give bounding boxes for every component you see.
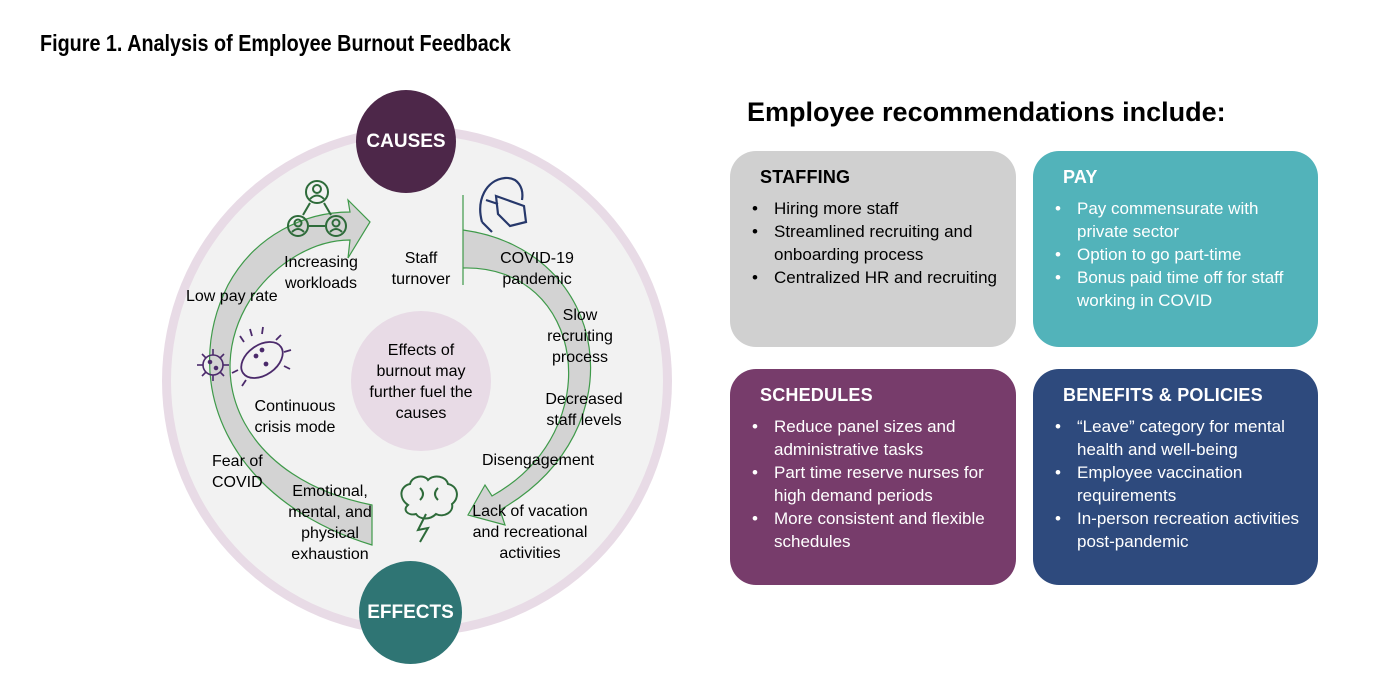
- label-exhaustion: Emotional, mental, and physical exhausti…: [288, 483, 372, 563]
- list-item: Part time reserve nurses for high demand…: [752, 461, 1002, 507]
- effects-badge: EFFECTS: [359, 561, 462, 664]
- label-slow-recruiting: Slow recruiting process: [547, 307, 613, 366]
- card-title: SCHEDULES: [760, 385, 873, 405]
- label-disengagement: Disengagement: [482, 452, 595, 469]
- card-schedules: SCHEDULES Reduce panel sizes and adminis…: [730, 369, 1016, 585]
- card-list: Hiring more staff Streamlined recruiting…: [752, 197, 1002, 289]
- figure-title: Figure 1. Analysis of Employee Burnout F…: [40, 30, 511, 56]
- label-decreased-staff: Decreased staff levels: [545, 391, 623, 429]
- left-cycle-arrow: [208, 198, 373, 546]
- label-staff-turnover: Staff turnover: [391, 250, 451, 288]
- label-low-pay-rate: Low pay rate: [186, 288, 278, 305]
- list-item: Reduce panel sizes and administrative ta…: [752, 415, 1002, 461]
- list-item: Pay commensurate with private sector: [1055, 197, 1304, 243]
- label-covid-pandemic: COVID-19 pandemic: [500, 250, 574, 288]
- card-staffing: STAFFING Hiring more staff Streamlined r…: [730, 151, 1016, 347]
- masked-face-icon: [479, 176, 528, 233]
- label-continuous-crisis: Continuous crisis mode: [254, 398, 336, 436]
- brain-lightning-icon: [400, 475, 458, 543]
- list-item: “Leave” category for mental health and w…: [1055, 415, 1304, 461]
- list-item: Bonus paid time off for staff working in…: [1055, 266, 1304, 312]
- right-cycle-arrow: [462, 195, 592, 526]
- card-list: “Leave” category for mental health and w…: [1055, 415, 1304, 553]
- virus-icon: [197, 349, 229, 381]
- list-item: Employee vaccination requirements: [1055, 461, 1304, 507]
- list-item: Hiring more staff: [752, 197, 1002, 220]
- list-item: Option to go part-time: [1055, 243, 1304, 266]
- causes-badge: CAUSES: [356, 90, 456, 193]
- card-title: BENEFITS & POLICIES: [1063, 385, 1263, 405]
- list-item: Streamlined recruiting and onboarding pr…: [752, 220, 1002, 266]
- label-fear-of-covid: Fear of COVID: [212, 453, 263, 491]
- card-pay: PAY Pay commensurate with private sector…: [1033, 151, 1318, 347]
- center-text: Effects of burnout may further fuel the …: [369, 342, 473, 422]
- card-list: Reduce panel sizes and administrative ta…: [752, 415, 1002, 553]
- recommendations-title: Employee recommendations include:: [747, 97, 1226, 127]
- list-item: In-person recreation activities post-pan…: [1055, 507, 1304, 553]
- card-title: PAY: [1063, 167, 1098, 187]
- card-list: Pay commensurate with private sector Opt…: [1055, 197, 1304, 312]
- list-item: More consistent and flexible schedules: [752, 507, 1002, 553]
- list-item: Centralized HR and recruiting: [752, 266, 1002, 289]
- center-circle: [351, 311, 491, 451]
- bacteria-icon: [231, 326, 292, 387]
- card-benefits-policies: BENEFITS & POLICIES “Leave” category for…: [1033, 369, 1318, 585]
- label-increasing-workloads: Increasing workloads: [284, 254, 358, 292]
- label-lack-of-vacation: Lack of vacation and recreational activi…: [472, 503, 588, 562]
- card-title: STAFFING: [760, 167, 851, 187]
- burnout-cycle-diagram: [162, 126, 672, 636]
- people-network-icon: [287, 180, 347, 237]
